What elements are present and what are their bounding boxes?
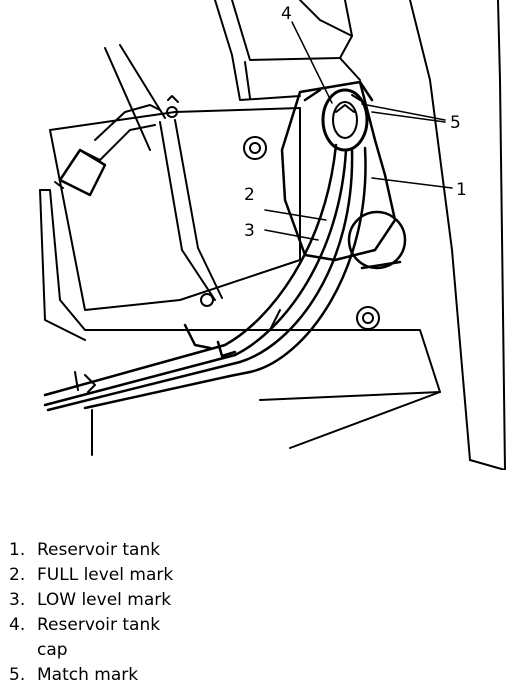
- legend: 1. Reservoir tank 2. FULL level mark 3. …: [9, 538, 209, 688]
- legend-num: 4.: [9, 615, 26, 635]
- legend-text: Match mark: [37, 665, 139, 685]
- legend-item-1: 1. Reservoir tank: [9, 538, 209, 563]
- legend-num: 5.: [9, 665, 26, 685]
- legend-item-2: 2. FULL level mark: [9, 563, 209, 588]
- reservoir-hoses: [43, 143, 367, 412]
- callout-3: 3: [244, 221, 255, 241]
- leader-lines: [264, 21, 453, 241]
- lower-body-panel: [74, 306, 441, 456]
- callout-4: 4: [281, 4, 292, 24]
- legend-text: Reservoir tank: [37, 540, 161, 560]
- legend-num: 2.: [9, 565, 26, 585]
- upper-body-panel: [214, 0, 506, 470]
- legend-num: 1.: [9, 540, 26, 560]
- callout-1: 1: [456, 180, 467, 200]
- legend-item-4: 4. Reservoir tank cap: [9, 613, 209, 663]
- legend-text: LOW level mark: [37, 590, 172, 610]
- engine-bay-diagram: 4 5 1 2 3: [39, 0, 506, 470]
- callout-5: 5: [450, 113, 461, 133]
- callout-2: 2: [244, 185, 255, 205]
- reservoir-tank: [280, 80, 407, 270]
- left-hose: [54, 44, 179, 197]
- legend-num: 3.: [9, 590, 26, 610]
- legend-text: Reservoir tank cap: [37, 615, 161, 660]
- legend-text: FULL level mark: [37, 565, 174, 585]
- legend-item-5: 5. Match mark: [9, 663, 209, 688]
- legend-item-3: 3. LOW level mark: [9, 588, 209, 613]
- battery-box: [39, 107, 301, 341]
